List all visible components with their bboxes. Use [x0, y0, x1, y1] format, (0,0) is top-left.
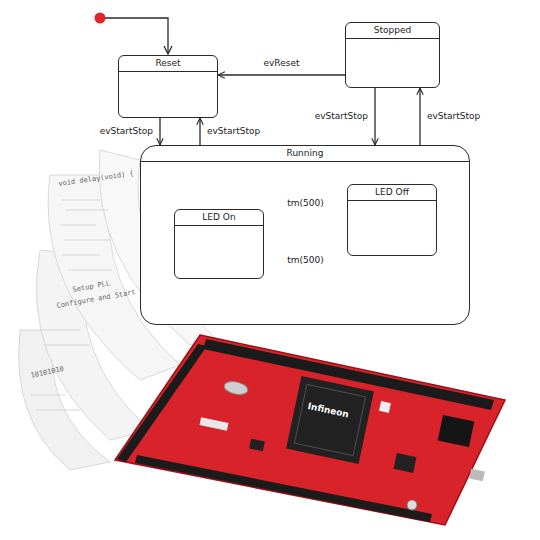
transition-arrow	[218, 74, 345, 75]
transition-label: evStartStop	[205, 126, 262, 137]
state-name: Reset	[155, 58, 180, 68]
composite-state: RunningLED On LED Off	[140, 145, 470, 325]
initial-line	[105, 18, 168, 53]
state-name: Stopped	[374, 25, 411, 35]
state-name: Running	[287, 148, 324, 158]
state-header: Stopped	[346, 23, 439, 39]
transition-label: tm(500)	[285, 198, 326, 209]
transition-label: evStartStop	[98, 126, 155, 137]
state-header: Reset	[119, 56, 217, 72]
state-name: LED On	[202, 212, 235, 222]
initial-dot	[95, 13, 106, 24]
state-header: LED Off	[348, 185, 436, 201]
transition-arrow	[199, 118, 200, 145]
state-name: LED Off	[375, 187, 409, 197]
transition-arrow	[159, 118, 160, 145]
transition-label: tm(500)	[285, 255, 326, 266]
transition-label: evStartStop	[425, 111, 482, 122]
state-box: Reset	[118, 55, 218, 118]
state-box: Stopped	[345, 22, 440, 88]
transition-label: evReset	[261, 58, 301, 69]
state-box: LED On	[174, 209, 264, 279]
transition-label: evStartStop	[313, 111, 370, 122]
state-header: LED On	[175, 210, 263, 226]
state-header: Running	[141, 146, 469, 162]
initial-arrowhead	[164, 46, 172, 54]
state-box: LED Off	[347, 184, 437, 256]
transition-arrow	[419, 88, 420, 145]
transition-arrow	[374, 88, 375, 145]
microcontroller-board	[115, 335, 505, 525]
